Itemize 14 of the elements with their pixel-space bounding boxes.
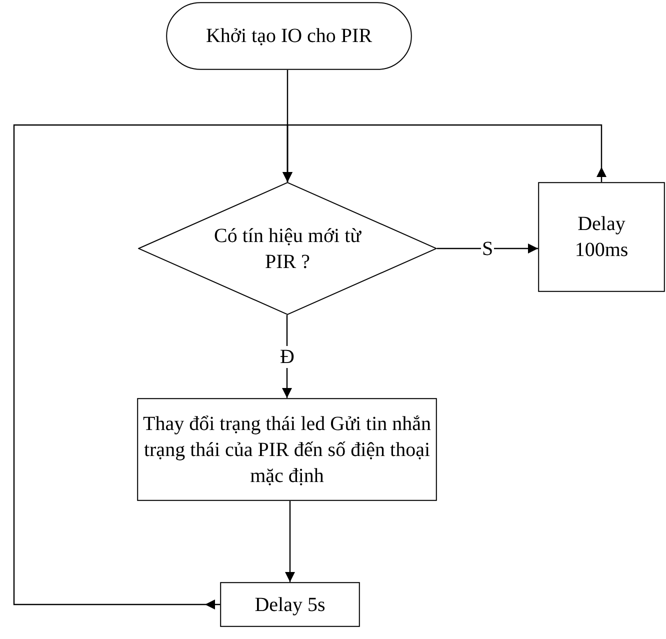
node-label: Khởi tạo IO cho PIR (206, 24, 372, 49)
node-label: Delay 5s (254, 592, 326, 618)
decision-diamond (138, 182, 437, 315)
process-box (220, 582, 360, 627)
arrow (282, 315, 292, 398)
node-label: Có tín hiệu mới từ PIR ? (213, 224, 362, 274)
arrow (285, 501, 295, 582)
node-label: Thay đổi trạng thái led Gửi tin nhắn trạng thái của PIR đến số điện thoại mặc định (143, 412, 431, 488)
process-box (538, 182, 665, 292)
edge-label: Đ (279, 346, 296, 368)
arrow (13, 124, 292, 610)
process-box (137, 398, 437, 501)
node-label: Delay 100ms (574, 212, 630, 263)
arrow (437, 244, 538, 254)
